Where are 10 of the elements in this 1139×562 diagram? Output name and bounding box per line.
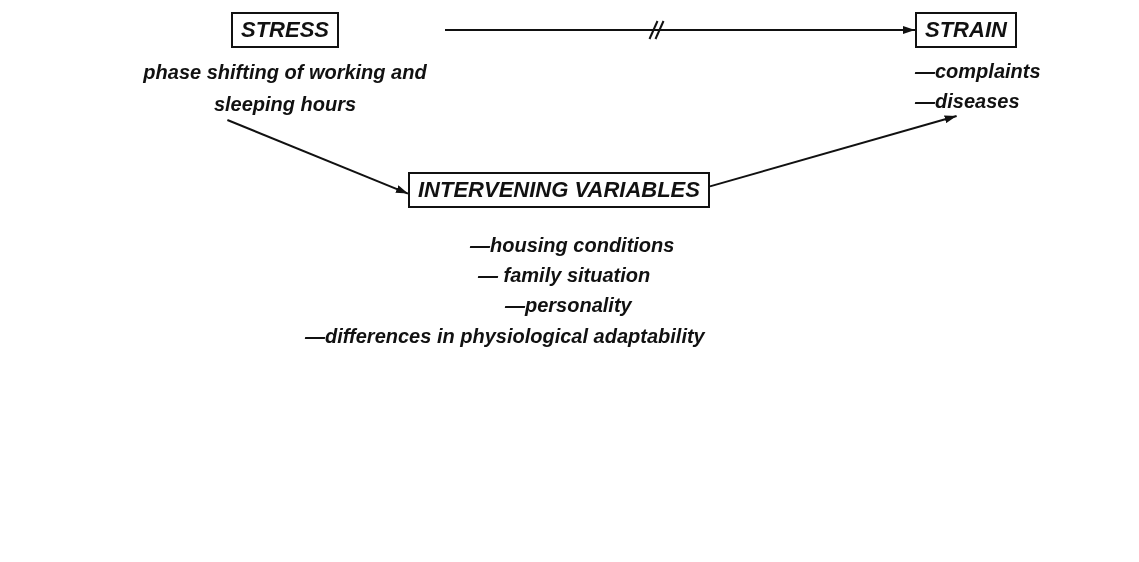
note-text: — family situation bbox=[478, 263, 651, 288]
note-text: phase shifting of working and sleeping hours bbox=[142, 60, 428, 117]
note-text: —complaints bbox=[915, 59, 1041, 84]
note-text: —diseases bbox=[915, 89, 1020, 114]
note-text: —differences in physiological adaptability bbox=[305, 324, 705, 349]
label-box: STRAIN bbox=[915, 12, 1017, 48]
note-text: —personality bbox=[505, 293, 632, 318]
label-box: INTERVENING VARIABLES bbox=[408, 172, 710, 208]
label-box: STRESS bbox=[231, 12, 339, 48]
note-text: —housing conditions bbox=[470, 233, 675, 258]
